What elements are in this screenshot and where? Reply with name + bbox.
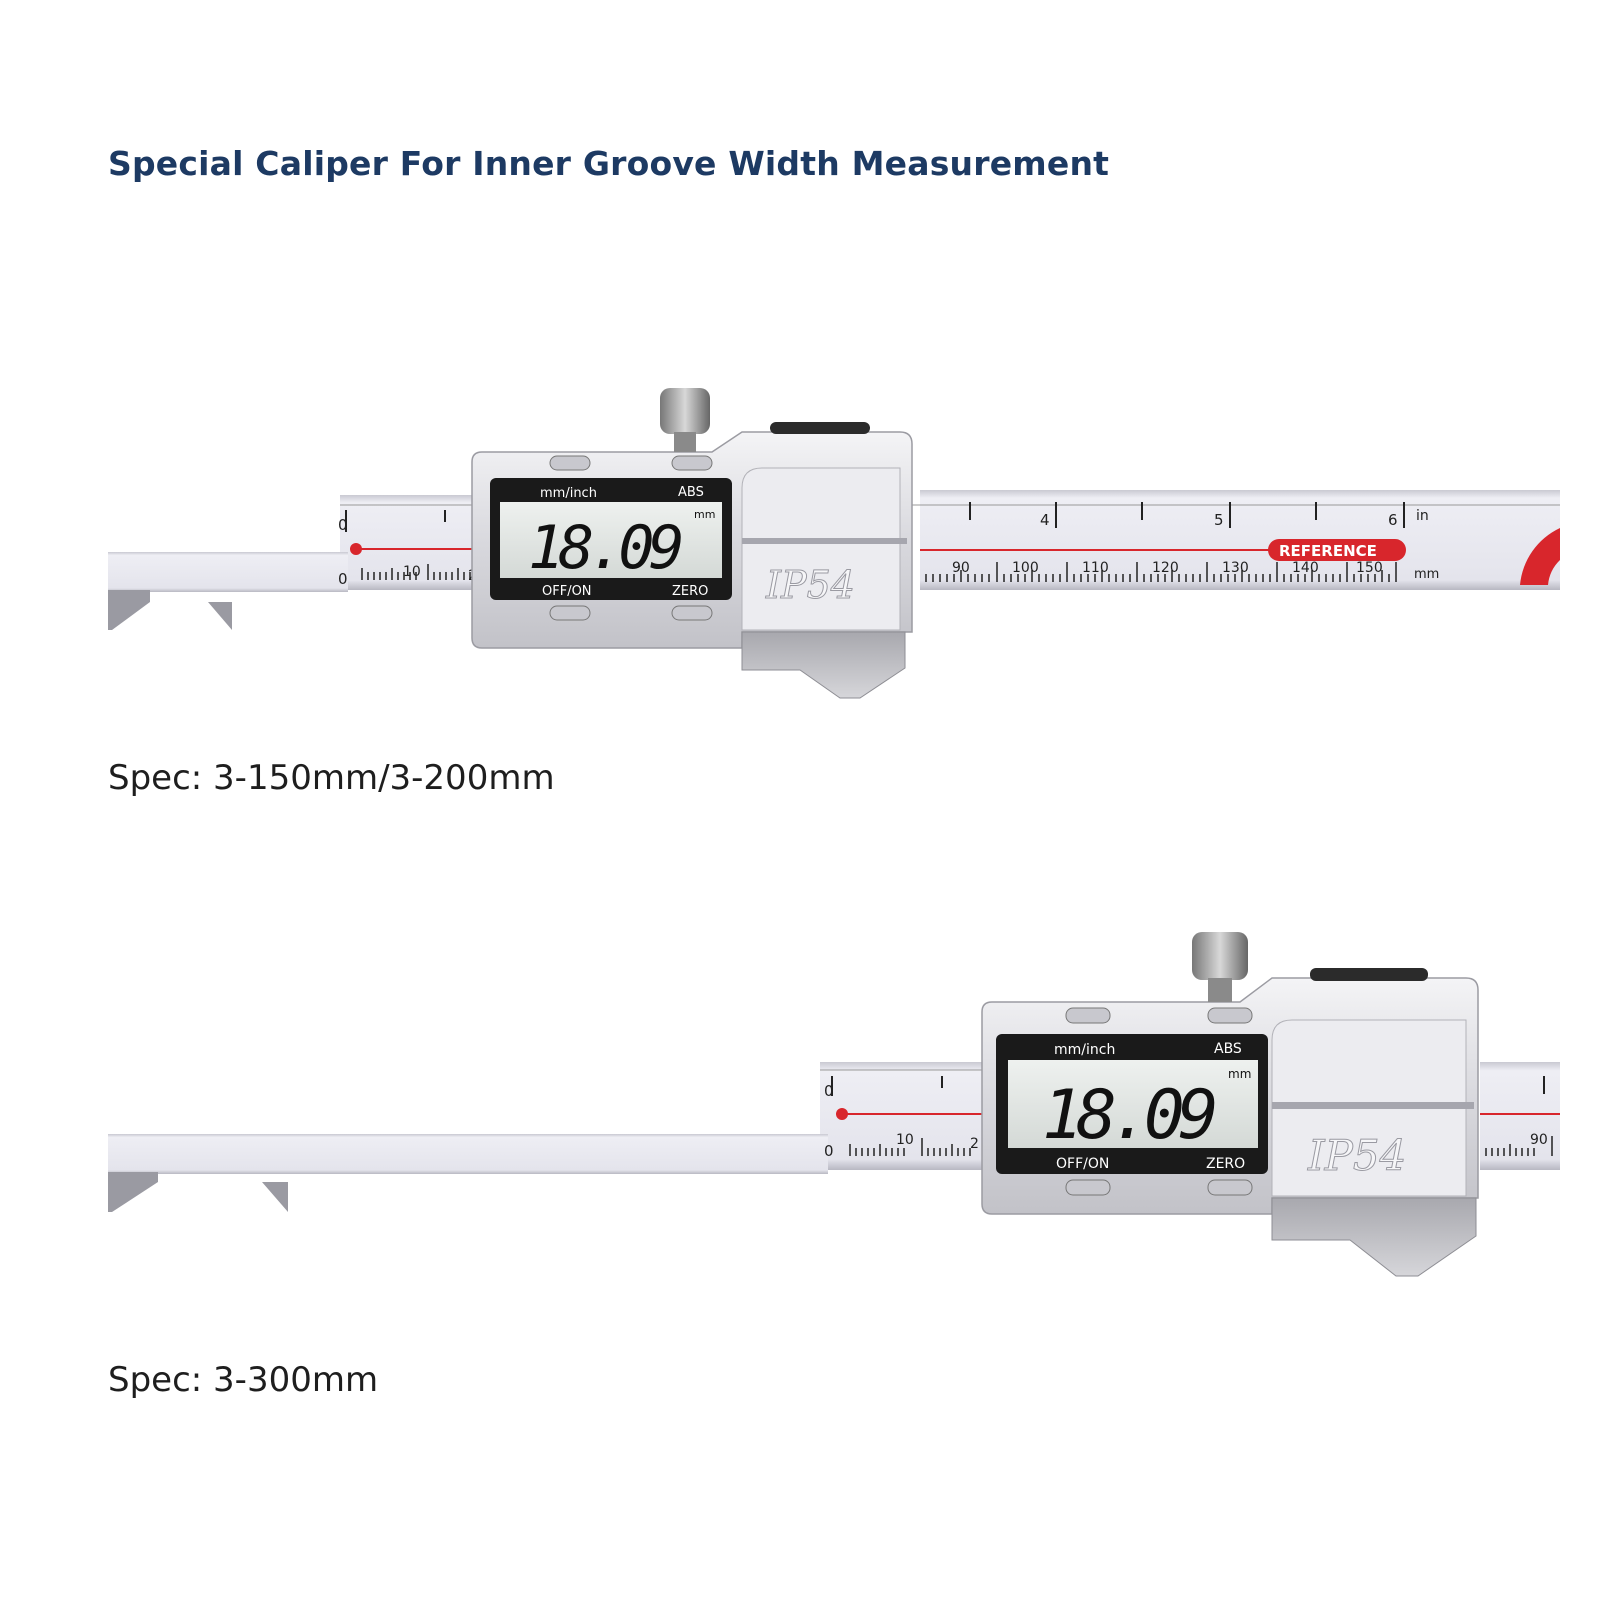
zero-button[interactable] xyxy=(671,605,713,621)
off-on-label: OFF/ON xyxy=(542,584,592,599)
mm-label-120: 120 xyxy=(1152,560,1179,576)
lcd-unit: mm xyxy=(694,508,715,521)
lcd-unit: mm xyxy=(1228,1067,1251,1081)
ip-rating-label: IP54 xyxy=(1307,1131,1406,1180)
reference-line xyxy=(836,1108,1560,1120)
zero-label: ZERO xyxy=(1206,1156,1245,1172)
mm-scale-right xyxy=(925,562,1397,582)
mm-label-0: 0 xyxy=(824,1142,834,1160)
mm-label-10: 10 xyxy=(403,564,421,580)
inch-scale xyxy=(345,502,1405,532)
off-on-label: OFF/ON xyxy=(1056,1156,1109,1172)
lcd-screen xyxy=(500,502,722,578)
abs-button[interactable] xyxy=(671,455,713,471)
abs-button[interactable] xyxy=(1207,1007,1253,1024)
off-on-button[interactable] xyxy=(1065,1179,1111,1196)
unit-toggle-button[interactable] xyxy=(549,455,591,471)
inch-label-0: 0 xyxy=(824,1082,834,1100)
off-on-button[interactable] xyxy=(549,605,591,621)
mm-label-100: 100 xyxy=(1012,560,1039,576)
abs-label: ABS xyxy=(1214,1041,1242,1057)
mm-scale xyxy=(849,1136,1553,1156)
mm-label-110: 110 xyxy=(1082,560,1109,576)
mm-label-90: 90 xyxy=(1530,1132,1548,1148)
caliper-300: 0 0 10 2 90 mm/inch ABS xyxy=(0,930,1600,1290)
unit-toggle-label: mm/inch xyxy=(1054,1042,1115,1058)
inch-scale xyxy=(831,1076,1545,1096)
mm-label-140: 140 xyxy=(1292,560,1319,576)
mm-label-90: 90 xyxy=(952,560,970,576)
zero-label: ZERO xyxy=(672,584,708,599)
mm-unit: mm xyxy=(1414,567,1439,582)
mm-label-150: 150 xyxy=(1356,560,1383,576)
zero-button[interactable] xyxy=(1207,1179,1253,1196)
inch-label-4: 4 xyxy=(1040,511,1050,529)
reference-line xyxy=(350,528,1560,585)
mm-label-130: 130 xyxy=(1222,560,1249,576)
inch-unit: in xyxy=(1416,508,1429,524)
lcd-reading: 18.09 xyxy=(528,513,681,583)
unit-toggle-label: mm/inch xyxy=(540,486,597,501)
lcd-screen xyxy=(1008,1060,1258,1148)
lock-screw-icon[interactable] xyxy=(1192,932,1248,1002)
caliper-beam xyxy=(820,1062,1560,1170)
caliper-beam xyxy=(340,490,1560,590)
jaw-rod xyxy=(108,552,348,630)
unit-toggle-button[interactable] xyxy=(1065,1007,1111,1024)
reference-label: REFERENCE xyxy=(1279,542,1377,560)
ip-rating-label: IP54 xyxy=(765,563,855,607)
spec-label-150-200: Spec: 3-150mm/3-200mm xyxy=(108,758,555,798)
mm-scale xyxy=(361,564,477,580)
mm-label-0: 0 xyxy=(338,570,348,588)
abs-label: ABS xyxy=(678,485,704,500)
inch-label-0: 0 xyxy=(338,516,348,534)
inch-label-6: 6 xyxy=(1388,511,1398,529)
spec-label-300: Spec: 3-300mm xyxy=(108,1360,379,1400)
caliper-150-200: 0 4 5 6 in REFERENCE xyxy=(0,380,1600,740)
mm-label-2: 2 xyxy=(970,1136,979,1152)
jaw-rod xyxy=(108,1134,828,1212)
inch-label-5: 5 xyxy=(1214,511,1224,529)
lock-screw-icon[interactable] xyxy=(660,388,710,452)
lcd-reading: 18.09 xyxy=(1042,1076,1215,1155)
page-title: Special Caliper For Inner Groove Width M… xyxy=(108,144,1110,183)
mm-label-10: 10 xyxy=(896,1132,914,1148)
